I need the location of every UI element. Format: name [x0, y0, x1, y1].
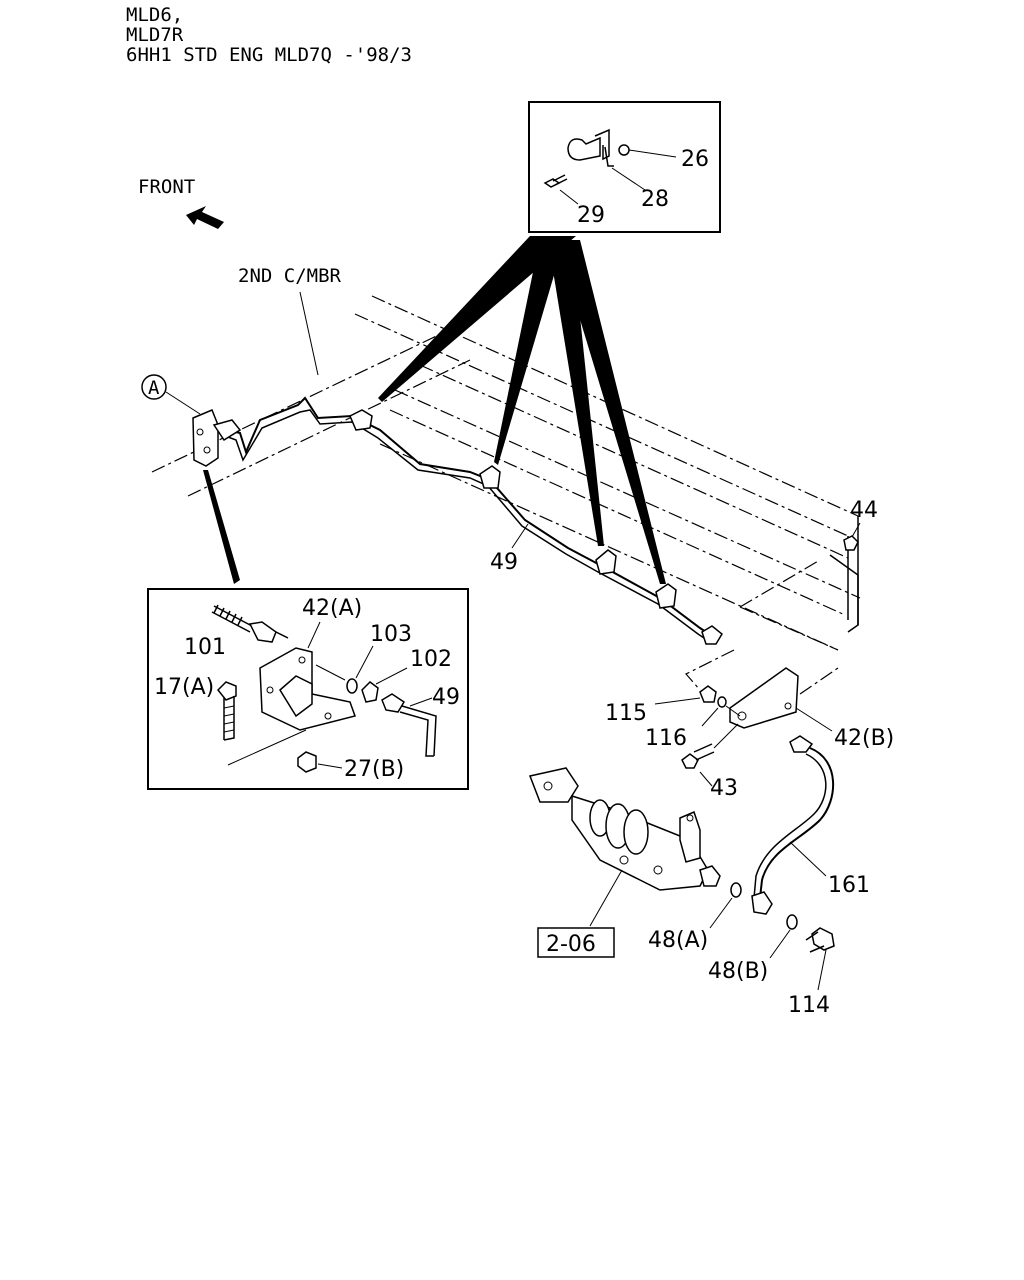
clutch-pipe-main [217, 396, 713, 643]
callout-42a: 42(A) [302, 596, 362, 621]
callout-49-main-leader [511, 523, 529, 549]
callout-49-main: 49 [490, 550, 518, 575]
callout-161: 161 [828, 873, 870, 898]
callout-49-detail: 49 [432, 685, 460, 710]
callout-42b: 42(B) [834, 726, 894, 751]
callout-44-leader [851, 522, 861, 538]
clutch-master-cylinder [528, 767, 721, 927]
callout-115: 115 [605, 701, 647, 726]
clutch-flex-hose-161 [751, 735, 834, 915]
callout-43: 43 [710, 776, 738, 801]
pipe-end-flare-nut [701, 625, 723, 645]
callout-26: 26 [681, 147, 709, 172]
callout-44: 44 [850, 498, 878, 523]
pipe-clip-2 [479, 465, 501, 489]
callout-17a: 17(A) [154, 675, 214, 700]
pipe-clip-3 [595, 549, 617, 575]
detail-a-leader-wedge [203, 470, 240, 584]
front-arrow-icon [186, 206, 224, 229]
callout-116: 116 [645, 726, 687, 751]
header-model-line-2: MLD7R [126, 24, 184, 46]
callout-27b: 27(B) [344, 757, 404, 782]
view-marker-a: A [141, 374, 201, 415]
clip-leader-wedges [378, 236, 666, 584]
second-crossmember-label: 2ND C/MBR [238, 265, 342, 287]
pipe-clip-4 [655, 583, 677, 609]
callout-114: 114 [788, 993, 830, 1018]
callout-102: 102 [410, 647, 452, 672]
front-direction-label: FRONT [138, 176, 195, 198]
crossmember-leader [299, 291, 319, 376]
reference-box-label: 2-06 [546, 932, 596, 957]
detail-a-box [147, 588, 469, 790]
callout-48a: 48(A) [648, 928, 708, 953]
bracket-42a-on-frame [192, 409, 242, 467]
callout-28: 28 [641, 187, 669, 212]
bracket-42b-assembly [654, 649, 839, 787]
header-model-line-3: 6HH1 STD ENG MLD7Q -'98/3 [126, 44, 412, 66]
frame-side-rail [354, 295, 861, 651]
clip-detail-box [528, 101, 721, 233]
reference-box-2-06: 2-06 [537, 927, 615, 958]
union-bolt-assembly [709, 882, 835, 991]
view-marker-a-letter: A [148, 377, 160, 399]
callout-48b: 48(B) [708, 959, 768, 984]
pipe-clip-1 [349, 409, 373, 431]
callout-101: 101 [184, 635, 226, 660]
nut-44 [843, 535, 859, 551]
header-model-line-1: MLD6, [126, 4, 183, 26]
callout-103: 103 [370, 622, 412, 647]
callout-29: 29 [577, 203, 605, 228]
